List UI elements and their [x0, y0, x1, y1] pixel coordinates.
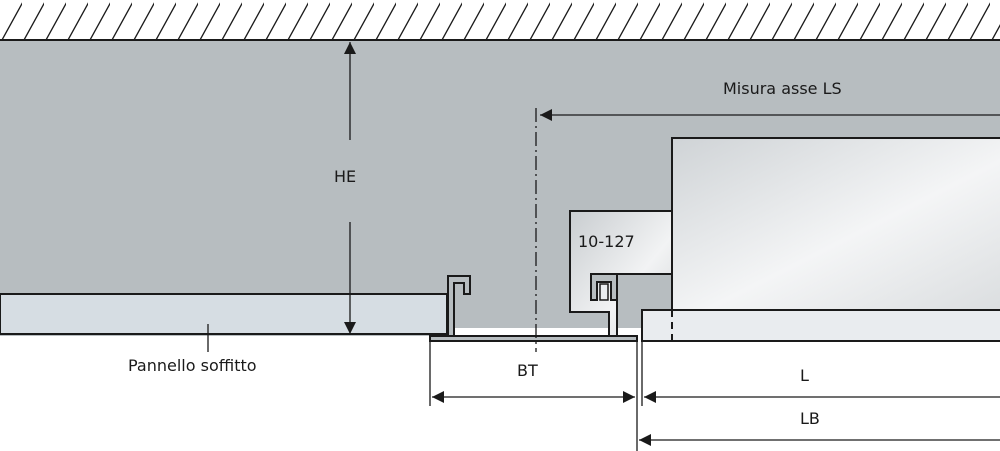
- bracket-hook: [590, 273, 618, 301]
- axis-dimension-label: Misura asse LS: [723, 79, 842, 98]
- grid-profile: [429, 335, 638, 342]
- he-dimension-label: HE: [334, 167, 356, 186]
- l-dimension-label: L: [800, 366, 809, 385]
- slab-hatching: [0, 0, 1000, 40]
- part-code-label: 10-127: [578, 232, 635, 251]
- panel-label: Pannello soffitto: [128, 356, 257, 375]
- linear-unit-housing: [671, 137, 1000, 311]
- grid-profile-clip: [447, 275, 471, 337]
- mounting-bracket: [569, 210, 673, 337]
- ceiling-panel: [0, 293, 448, 335]
- lb-dimension-label: LB: [800, 409, 820, 428]
- bracket-hook-inner: [599, 283, 609, 301]
- bt-dimension-label: BT: [517, 361, 538, 380]
- linear-unit-plate: [641, 309, 1000, 342]
- room-space-gap: [430, 328, 646, 338]
- room-space: [0, 336, 1000, 451]
